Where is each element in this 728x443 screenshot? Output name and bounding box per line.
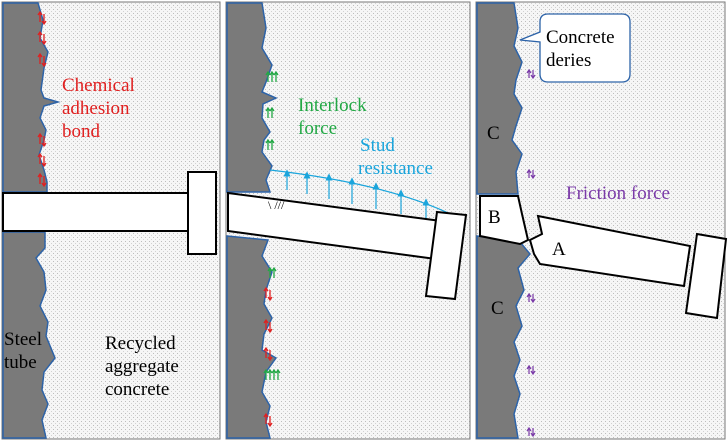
callout-line-2: deries bbox=[546, 50, 592, 71]
steel-label-line-1: Steel bbox=[4, 329, 42, 350]
stud-resistance-label: Stud resistance bbox=[358, 134, 433, 180]
stud-label-line-1: Stud bbox=[360, 135, 395, 156]
panel-1-stud-head bbox=[187, 171, 217, 255]
crack-mark: \ /// bbox=[268, 198, 285, 212]
stud-label-line-2: resistance bbox=[358, 158, 433, 179]
chemical-adhesion-label: Chemical adhesion bond bbox=[62, 74, 135, 143]
steel-label-line-2: tube bbox=[4, 352, 37, 373]
panel-1-steel-tube-lower bbox=[2, 231, 56, 439]
panel-3-steel-tube-upper bbox=[476, 2, 523, 195]
interlock-label-line-2: force bbox=[298, 118, 338, 139]
interlock-arrows bbox=[263, 70, 281, 380]
chemical-label-line-3: bond bbox=[62, 121, 100, 142]
stud-resistance-arrows bbox=[283, 169, 430, 219]
interlock-label-line-1: Interlock bbox=[298, 95, 367, 116]
rac-label-line-2: aggregate bbox=[105, 356, 179, 377]
concrete-deries-label: Concrete deries bbox=[546, 26, 615, 72]
friction-arrows bbox=[526, 68, 536, 438]
chemical-label-line-2: adhesion bbox=[62, 98, 130, 119]
label-b: B bbox=[488, 207, 501, 228]
panel-3-friction bbox=[475, 1, 728, 440]
panel-2-interlock-stud bbox=[225, 1, 471, 440]
fragment-b bbox=[479, 195, 530, 246]
adhesion-arrows bbox=[37, 10, 47, 188]
friction-force-label: Friction force bbox=[566, 183, 670, 204]
concrete-deries-callout bbox=[519, 13, 631, 83]
panel-2-steel-tube-lower bbox=[226, 235, 278, 439]
panel-1-stud-shank bbox=[2, 192, 190, 232]
adhesion-arrows-panel-2 bbox=[263, 286, 273, 428]
chemical-label-line-1: Chemical bbox=[62, 75, 135, 96]
rac-label-line-3: concrete bbox=[105, 379, 170, 400]
recycled-aggregate-concrete-label: Recycled aggregate concrete bbox=[105, 332, 179, 401]
panel-3-stud-head bbox=[684, 232, 728, 320]
panel-3-steel-tube-lower bbox=[476, 235, 531, 439]
panel-2-stud-head bbox=[424, 210, 468, 301]
stud-fragment-a bbox=[528, 214, 692, 288]
panel-1-chemical-adhesion bbox=[1, 1, 221, 440]
label-c-bottom: C bbox=[491, 298, 504, 319]
callout-line-1: Concrete bbox=[546, 27, 615, 48]
label-c-top: C bbox=[487, 123, 500, 144]
rac-label-line-1: Recycled bbox=[105, 333, 176, 354]
interlock-force-label: Interlock force bbox=[298, 94, 367, 140]
label-a: A bbox=[552, 239, 566, 260]
steel-tube-label: Steel tube bbox=[4, 328, 42, 374]
panel-2-steel-tube-upper bbox=[226, 2, 278, 193]
